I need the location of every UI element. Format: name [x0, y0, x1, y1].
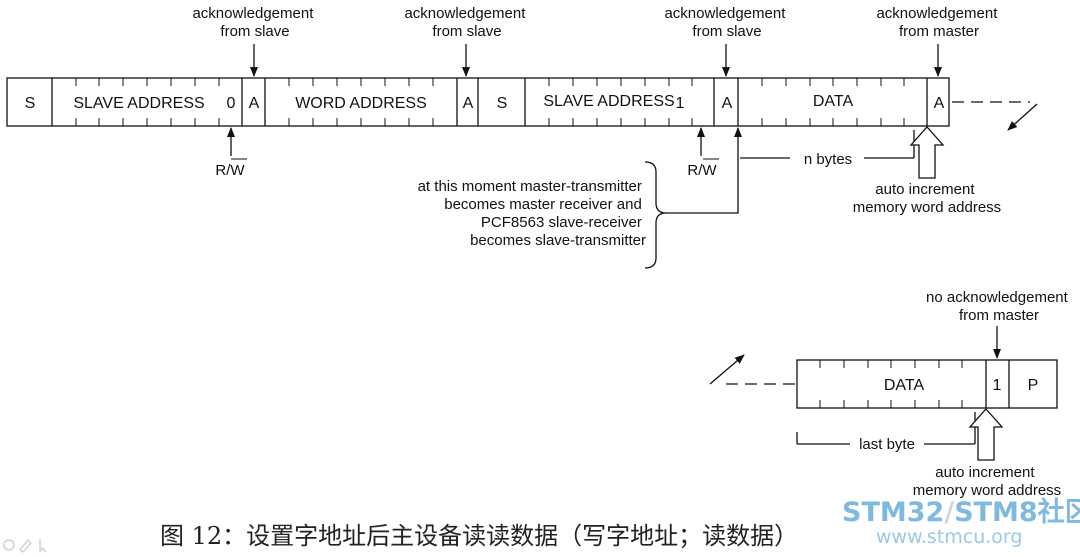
pen-icon[interactable]: [19, 539, 32, 553]
bottom-frame-outline: [796, 359, 1058, 409]
field-data-bottom: DATA: [884, 377, 925, 394]
rotate-icon[interactable]: [3, 539, 15, 551]
bottom-frame: [709, 326, 1058, 445]
label-ack-from-slave-3: acknowledgement from slave: [664, 5, 789, 40]
bit-ticks: [75, 78, 905, 126]
continuation-arrow-bottom: [709, 354, 745, 385]
master-note-connector: [666, 127, 742, 214]
master-note-brace: [644, 161, 667, 269]
auto-increment-arrow-top: [909, 126, 945, 179]
auto-increment-arrow-bottom: [968, 408, 1004, 461]
continuation-arrow-top: [1007, 103, 1038, 131]
label-n-bytes: n bytes: [804, 151, 852, 168]
field-ack-4: A: [934, 95, 945, 112]
viewer-toolbar: [3, 539, 47, 553]
field-s2: S: [497, 95, 508, 112]
field-rw-bit-1: 0: [227, 95, 236, 112]
field-ack-2: A: [463, 95, 474, 112]
label-ack-from-slave-1: acknowledgement from slave: [192, 5, 317, 40]
field-data: DATA: [813, 93, 854, 110]
label-rw-1: R/W: [215, 162, 245, 179]
watermark-url: www.stmcu.org: [876, 526, 1022, 548]
field-rw-bit-2: 1: [676, 95, 685, 112]
field-no-ack-bit: 1: [993, 377, 1002, 394]
field-s1: S: [25, 95, 36, 112]
label-rw-2: R/W: [687, 162, 717, 179]
field-ack-3: A: [722, 95, 733, 112]
label-last-byte: last byte: [859, 436, 915, 453]
label-no-ack: no acknowledgement from master: [926, 289, 1072, 324]
label-master-note: at this moment master-transmitter become…: [418, 178, 646, 249]
pointer-icon[interactable]: [39, 539, 47, 553]
field-word-address: WORD ADDRESS: [295, 95, 427, 112]
top-frame: [6, 77, 950, 127]
label-ack-from-slave-2: acknowledgement from slave: [404, 5, 529, 40]
svg-text:STM32/STM8社区: STM32/STM8社区: [842, 496, 1080, 528]
field-ack-1: A: [249, 95, 260, 112]
label-auto-increment-bottom: auto increment memory word address: [913, 464, 1061, 499]
figure-caption: 图 12：设置字地址后主设备读读数据（写字地址；读数据）: [160, 522, 798, 550]
label-ack-from-master: acknowledgement from master: [876, 5, 1001, 40]
field-stop: P: [1028, 377, 1039, 394]
field-slave-address-1: SLAVE ADDRESS: [73, 95, 204, 112]
label-auto-increment-top: auto increment memory word address: [853, 181, 1001, 216]
watermark-logo: STM32/STM8社区 www.stmcu.org: [842, 496, 1080, 548]
field-slave-address-2: SLAVE ADDRESS: [543, 93, 674, 110]
